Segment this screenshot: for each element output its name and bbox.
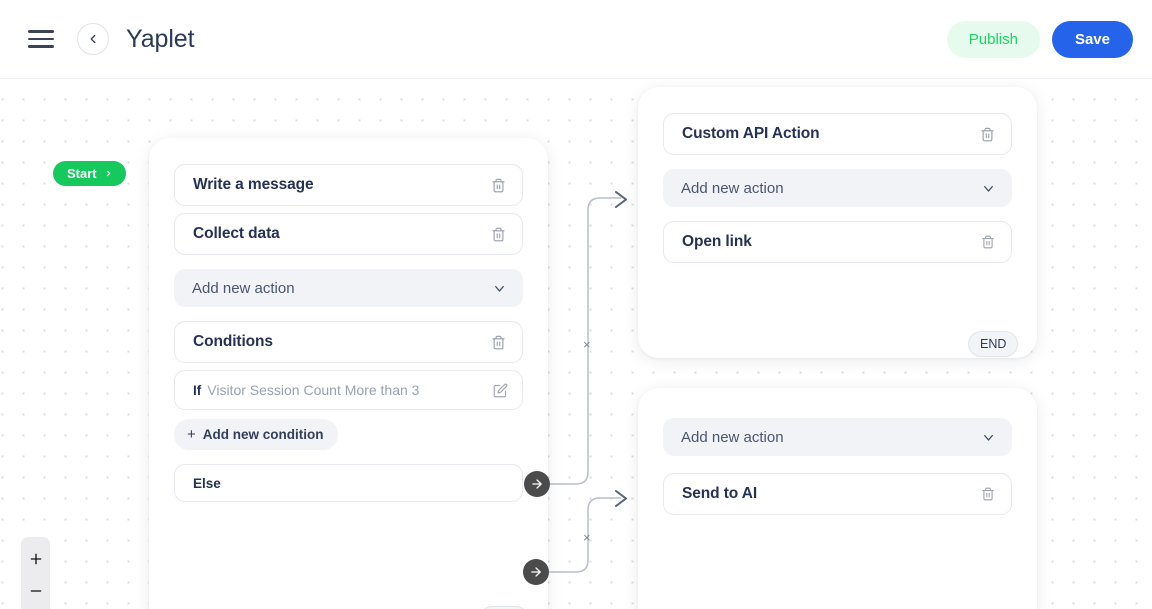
- trash-icon[interactable]: [981, 486, 995, 502]
- action-label: Custom API Action: [682, 125, 820, 142]
- zoom-out-button[interactable]: [21, 575, 50, 607]
- connector-delete-else[interactable]: ×: [583, 530, 591, 545]
- arrowhead-else: [615, 490, 627, 507]
- add-action-label: Add new action: [192, 279, 295, 297]
- flow-card-api[interactable]: Custom API Action Add new action Open li…: [638, 87, 1037, 358]
- if-keyword: If: [193, 382, 202, 398]
- zoom-in-button[interactable]: [21, 543, 50, 575]
- app-header: Yaplet Publish Save: [0, 0, 1152, 79]
- conditions-label: Conditions: [193, 333, 273, 350]
- save-button[interactable]: Save: [1051, 20, 1133, 58]
- plus-icon: +: [187, 426, 196, 443]
- start-label: Start: [67, 166, 97, 181]
- chevron-down-icon: [984, 434, 993, 441]
- chevron-down-icon: [495, 285, 504, 292]
- card-ai-body: Add new action Send to AI: [638, 388, 1037, 515]
- minus-icon: [30, 590, 41, 592]
- arrow-right-icon: [532, 479, 542, 489]
- hamburger-bar: [28, 45, 54, 48]
- action-row-custom-api-action[interactable]: Custom API Action: [663, 113, 1012, 155]
- add-action-label: Add new action: [681, 179, 784, 197]
- conditions-header-row[interactable]: Conditions: [174, 321, 523, 363]
- action-label: Write a message: [193, 176, 314, 193]
- action-row-send-to-ai[interactable]: Send to AI: [663, 473, 1012, 515]
- condition-text: Visitor Session Count More than 3: [207, 382, 420, 398]
- trash-icon[interactable]: [491, 334, 506, 351]
- else-label: Else: [193, 475, 221, 491]
- action-row-collect-data[interactable]: Collect data: [174, 213, 523, 255]
- plus-icon: [30, 553, 41, 565]
- hamburger-bar: [28, 30, 54, 33]
- hamburger-icon[interactable]: [28, 28, 54, 50]
- flow-card-ai[interactable]: Add new action Send to AI END: [638, 388, 1037, 609]
- trash-icon[interactable]: [980, 126, 995, 143]
- add-new-action-dropdown-main[interactable]: Add new action: [174, 269, 523, 307]
- edit-icon[interactable]: [493, 383, 508, 398]
- trash-icon[interactable]: [491, 226, 506, 243]
- flow-card-main[interactable]: Write a message Collect data: [149, 138, 548, 609]
- hamburger-bar: [28, 37, 54, 41]
- action-row-open-link[interactable]: Open link: [663, 221, 1012, 263]
- chevron-left-icon: [90, 34, 96, 44]
- arrow-right-icon: [531, 567, 541, 577]
- trash-icon[interactable]: [491, 177, 506, 194]
- add-action-label: Add new action: [681, 428, 784, 446]
- header-actions: Publish Save: [946, 20, 1133, 58]
- arrowhead-if: [615, 191, 627, 208]
- condition-row-else[interactable]: Else: [174, 464, 523, 502]
- back-button[interactable]: [77, 23, 109, 55]
- flow-canvas[interactable]: × × Start Write a message Colle: [0, 80, 1152, 609]
- branch-node-if[interactable]: [524, 471, 550, 497]
- card-api-body: Custom API Action Add new action Open li…: [638, 87, 1037, 263]
- publish-button[interactable]: Publish: [946, 20, 1040, 58]
- trash-icon[interactable]: [981, 234, 995, 250]
- condition-row-if[interactable]: If Visitor Session Count More than 3: [174, 370, 523, 410]
- zoom-toolbar: [21, 537, 50, 609]
- connector-delete-if[interactable]: ×: [583, 337, 591, 352]
- add-new-action-dropdown-ai[interactable]: Add new action: [663, 418, 1012, 456]
- card-main-body: Write a message Collect data: [149, 138, 548, 502]
- action-label: Collect data: [193, 225, 280, 242]
- action-row-write-a-message[interactable]: Write a message: [174, 164, 523, 206]
- add-new-action-dropdown-api[interactable]: Add new action: [663, 169, 1012, 207]
- add-condition-label: Add new condition: [202, 427, 324, 442]
- start-badge[interactable]: Start: [53, 161, 126, 186]
- page-title: Yaplet: [126, 24, 195, 53]
- add-new-condition-button[interactable]: + Add new condition: [174, 419, 338, 450]
- action-label: Open link: [682, 233, 752, 250]
- chevron-down-icon: [984, 185, 993, 192]
- action-label: Send to AI: [682, 485, 758, 502]
- chevron-right-icon: [106, 170, 110, 177]
- end-badge-api[interactable]: END: [968, 331, 1019, 357]
- branch-node-else[interactable]: [523, 559, 549, 585]
